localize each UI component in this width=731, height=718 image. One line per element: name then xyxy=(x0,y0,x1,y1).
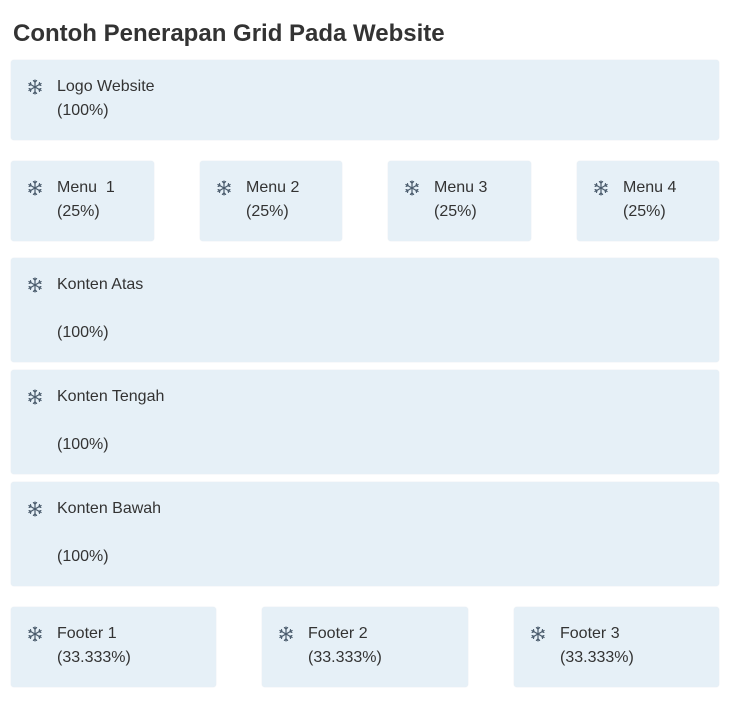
footer-label: Footer 2 xyxy=(308,625,368,642)
menu-percent: (25%) xyxy=(246,203,289,220)
content-box-bottom: Konten Bawah (100%) xyxy=(11,482,719,586)
menu-box-2: Menu 2 (25%) xyxy=(200,161,342,241)
menu-box-3: Menu 3 (25%) xyxy=(388,161,531,241)
logo-box: Logo Website (100%) xyxy=(11,60,719,140)
snowflake-icon xyxy=(26,78,44,96)
snowflake-icon xyxy=(215,179,233,197)
footer-percent: (33.333%) xyxy=(57,649,131,666)
footer-percent: (33.333%) xyxy=(308,649,382,666)
content-percent: (100%) xyxy=(57,548,109,565)
footer-label: Footer 1 xyxy=(57,625,117,642)
snowflake-icon xyxy=(403,179,421,197)
snowflake-icon xyxy=(277,625,295,643)
snowflake-icon xyxy=(592,179,610,197)
menu-box-4: Menu 4 (25%) xyxy=(577,161,719,241)
content-percent: (100%) xyxy=(57,324,109,341)
snowflake-icon xyxy=(529,625,547,643)
snowflake-icon xyxy=(26,276,44,294)
menu-box-1: Menu 1 (25%) xyxy=(11,161,154,241)
logo-percent: (100%) xyxy=(57,102,109,119)
snowflake-icon xyxy=(26,388,44,406)
menu-percent: (25%) xyxy=(623,203,666,220)
content-box-middle: Konten Tengah (100%) xyxy=(11,370,719,474)
page-title: Contoh Penerapan Grid Pada Website xyxy=(13,20,445,47)
menu-label: Menu 1 xyxy=(57,179,115,196)
footer-box-1: Footer 1 (33.333%) xyxy=(11,607,216,687)
snowflake-icon xyxy=(26,500,44,518)
menu-label: Menu 3 xyxy=(434,179,488,196)
menu-label: Menu 2 xyxy=(246,179,300,196)
footer-label: Footer 3 xyxy=(560,625,620,642)
content-label: Konten Bawah xyxy=(57,500,162,517)
snowflake-icon xyxy=(26,179,44,197)
menu-percent: (25%) xyxy=(57,203,100,220)
menu-label: Menu 4 xyxy=(623,179,677,196)
content-box-top: Konten Atas (100%) xyxy=(11,258,719,362)
snowflake-icon xyxy=(26,625,44,643)
logo-label: Logo Website xyxy=(57,78,155,95)
content-label: Konten Atas xyxy=(57,276,144,293)
menu-percent: (25%) xyxy=(434,203,477,220)
footer-percent: (33.333%) xyxy=(560,649,634,666)
footer-box-2: Footer 2 (33.333%) xyxy=(262,607,468,687)
content-label: Konten Tengah xyxy=(57,388,165,405)
footer-box-3: Footer 3 (33.333%) xyxy=(514,607,719,687)
content-percent: (100%) xyxy=(57,436,109,453)
